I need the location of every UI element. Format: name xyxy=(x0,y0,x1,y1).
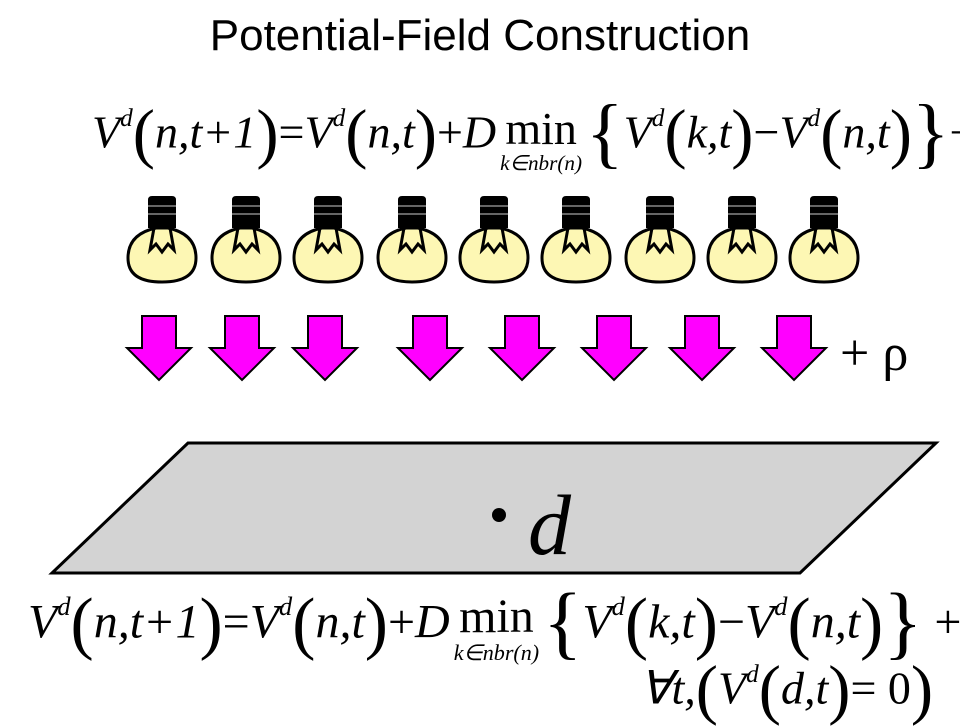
lightbulb-icon xyxy=(210,196,282,284)
down-arrow-icon xyxy=(290,315,360,382)
eq-V: V xyxy=(28,595,58,649)
eq-equals: = xyxy=(222,595,250,649)
eq-d-sup: d xyxy=(57,591,71,621)
down-arrow-icon xyxy=(207,315,277,382)
down-arrow-icon xyxy=(395,315,465,382)
eq-equals: = xyxy=(278,106,305,158)
eq-plus: + xyxy=(934,595,960,649)
lightbulb-icon xyxy=(624,196,696,284)
constraint-rhs: = 0 xyxy=(850,662,911,714)
eq-d-sup: d xyxy=(611,591,625,621)
arrows-plus-rho-label: + ρ xyxy=(840,325,909,382)
eq-D: D xyxy=(462,106,497,158)
eq-V: V xyxy=(744,595,775,649)
eq-min-sub: k∈nbr(n) xyxy=(500,150,583,175)
eq-d-sup: d xyxy=(120,104,133,132)
eq-term1-args: n,t xyxy=(315,595,365,649)
eq-term2-args: k,t xyxy=(648,595,695,649)
destination-label: d xyxy=(528,477,571,573)
constraint-forall: ∀t, xyxy=(640,662,696,714)
eq-min-sub: k∈nbr(n) xyxy=(453,640,540,666)
eq-term2-args: k,t xyxy=(686,106,732,158)
eq-V: V xyxy=(779,106,808,158)
eq-plus: + xyxy=(949,107,960,158)
lightbulb-icon xyxy=(292,196,364,284)
eq-V: V xyxy=(582,595,612,649)
eq-min: min xyxy=(505,102,577,154)
eq-d-sup: d xyxy=(807,104,821,132)
lightbulb-icon xyxy=(706,196,778,284)
eq-d-sup: d xyxy=(332,104,346,132)
lightbulb-icon xyxy=(376,196,448,284)
eq-V: V xyxy=(717,662,747,714)
eq-d-sup: d xyxy=(279,591,293,621)
eq-min: min xyxy=(459,590,534,644)
boundary-condition: ∀t,(Vd(d,t)= 0) xyxy=(640,653,934,727)
destination-point xyxy=(492,508,506,522)
eq-minus: − xyxy=(717,595,745,649)
lightbulb-icon xyxy=(126,196,198,284)
lightbulb-icon xyxy=(540,196,612,284)
lightbulb-icon xyxy=(788,196,860,284)
eq-V: V xyxy=(249,595,280,649)
eq-D: D xyxy=(415,595,450,649)
down-arrow-icon xyxy=(667,315,737,382)
down-arrow-icon xyxy=(759,315,829,382)
down-arrow-icon xyxy=(124,315,194,382)
eq-term3-args: n,t xyxy=(810,595,861,649)
destination-plane xyxy=(48,441,940,575)
eq-V: V xyxy=(623,106,652,158)
eq-lhs-args: n,t+1 xyxy=(154,106,257,158)
bulbs-row xyxy=(126,196,860,284)
eq-term1-args: n,t xyxy=(367,106,415,158)
eq-d-sup: d xyxy=(774,591,788,621)
down-arrow-icon xyxy=(487,315,557,382)
eq-plus: + xyxy=(387,595,416,649)
eq-V: V xyxy=(304,106,333,158)
eq-d-sup: d xyxy=(651,104,665,132)
constraint-args: d,t xyxy=(780,662,829,714)
eq-term3-args: n,t xyxy=(842,106,890,158)
slide-title: Potential-Field Construction xyxy=(209,11,751,60)
eq-minus: − xyxy=(753,106,780,158)
eq-lhs-args: n,t+1 xyxy=(93,595,200,649)
lightbulb-icon xyxy=(458,196,530,284)
eq-V: V xyxy=(92,106,121,158)
arrows-row xyxy=(124,315,829,382)
down-arrow-icon xyxy=(579,315,649,382)
eq-plus: + xyxy=(436,106,463,158)
eq-d-sup: d xyxy=(746,660,759,688)
